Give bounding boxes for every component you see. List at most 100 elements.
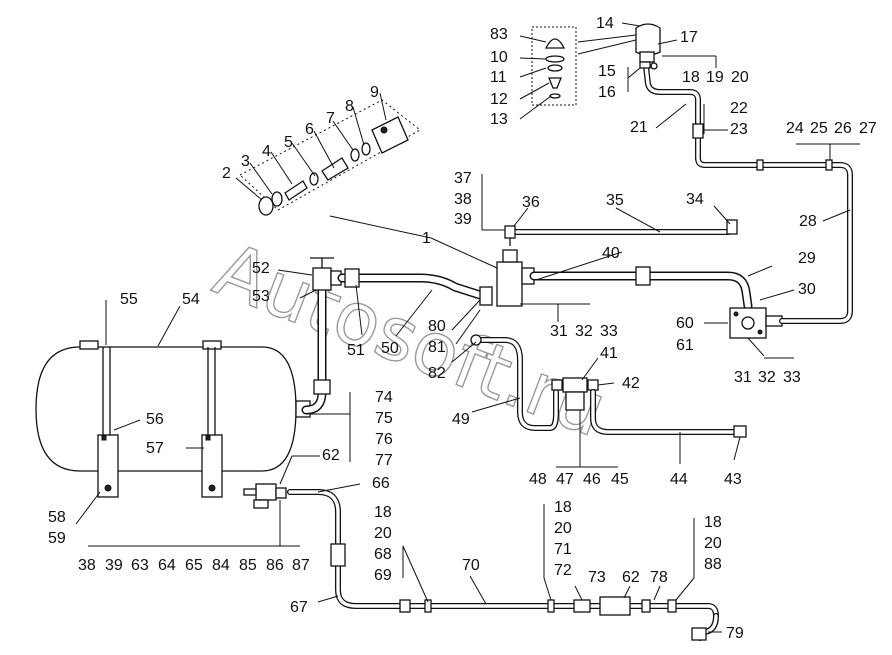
callout-36: 36 xyxy=(522,194,540,211)
callout-82: 82 xyxy=(428,365,446,382)
callout-51: 51 xyxy=(347,342,365,359)
callout-28: 28 xyxy=(799,213,817,230)
bottom-label: 84 xyxy=(212,557,230,574)
callout-40: 40 xyxy=(602,245,620,262)
callout-52: 52 xyxy=(252,260,270,277)
callout-55: 55 xyxy=(120,291,138,308)
callout-6: 6 xyxy=(305,121,314,138)
hose-28 xyxy=(643,63,853,324)
callout-59: 59 xyxy=(48,530,66,547)
callout-labels: 1 2 3 4 5 6 7 8 9 83 10 11 12 13 14 17 1… xyxy=(48,15,877,642)
bottom-label: 63 xyxy=(131,557,149,574)
callout-75: 75 xyxy=(375,410,393,427)
callout-46: 46 xyxy=(583,471,601,488)
callout-72: 72 xyxy=(554,562,572,579)
bottom-label: 64 xyxy=(158,557,176,574)
callout-69: 69 xyxy=(374,567,392,584)
tank-strap-right xyxy=(201,347,223,498)
callout-2: 2 xyxy=(222,165,231,182)
callout-53: 53 xyxy=(252,288,270,305)
callout-43: 43 xyxy=(724,471,742,488)
callout-68: 68 xyxy=(374,546,392,563)
callout-67: 67 xyxy=(290,599,308,616)
callout-1: 1 xyxy=(422,230,431,247)
callout-7: 7 xyxy=(326,110,335,127)
callout-77: 77 xyxy=(375,452,393,469)
callout-3: 3 xyxy=(241,153,250,170)
bottom-row-labels: 38 39 63 64 65 84 85 86 87 xyxy=(78,557,310,574)
hose-49 xyxy=(470,334,559,431)
callout-32b: 32 xyxy=(575,323,593,340)
callout-50: 50 xyxy=(381,340,399,357)
callout-30: 30 xyxy=(798,281,816,298)
callout-44: 44 xyxy=(670,471,688,488)
line-35 xyxy=(504,219,738,246)
callout-38a: 38 xyxy=(454,191,472,208)
callout-78: 78 xyxy=(650,569,668,586)
tee-fitting xyxy=(496,249,535,307)
callout-19a: 19 xyxy=(706,69,724,86)
callout-18d: 18 xyxy=(704,514,722,531)
callout-18a: 18 xyxy=(682,69,700,86)
callout-14: 14 xyxy=(596,15,614,32)
callout-10: 10 xyxy=(490,49,508,66)
callout-54: 54 xyxy=(182,291,200,308)
callout-48: 48 xyxy=(529,471,547,488)
hose-66-67 xyxy=(287,489,719,619)
callout-81: 81 xyxy=(428,339,446,356)
governor-block xyxy=(729,307,783,339)
callout-17: 17 xyxy=(680,29,698,46)
callout-8: 8 xyxy=(345,98,354,115)
drain-valve xyxy=(310,257,342,291)
callout-33a: 33 xyxy=(783,369,801,386)
callout-20c: 20 xyxy=(554,520,572,537)
callout-49: 49 xyxy=(452,411,470,428)
callout-12: 12 xyxy=(490,91,508,108)
air-tank xyxy=(35,340,297,472)
callout-21: 21 xyxy=(630,119,648,136)
callout-11: 11 xyxy=(490,69,507,86)
callout-18b: 18 xyxy=(374,504,392,521)
callout-73: 73 xyxy=(588,569,606,586)
callout-34: 34 xyxy=(686,191,704,208)
callout-24: 24 xyxy=(786,120,804,137)
callout-13: 13 xyxy=(490,111,508,128)
main-pipe-right xyxy=(529,266,753,311)
callout-60: 60 xyxy=(676,315,694,332)
bottom-label: 39 xyxy=(105,557,123,574)
callout-15: 15 xyxy=(598,63,616,80)
filter-assembly xyxy=(635,23,661,70)
callout-26: 26 xyxy=(834,120,852,137)
callout-29: 29 xyxy=(798,250,816,267)
bottom-label: 86 xyxy=(266,557,284,574)
callout-62a: 62 xyxy=(322,447,340,464)
callout-42: 42 xyxy=(622,375,640,392)
callout-23: 23 xyxy=(730,121,748,138)
callout-58: 58 xyxy=(48,509,66,526)
tank-strap-left xyxy=(97,347,119,498)
callout-39a: 39 xyxy=(454,211,472,228)
callout-4: 4 xyxy=(262,143,271,160)
riser-pipe xyxy=(301,283,331,415)
callout-83: 83 xyxy=(490,26,508,43)
callout-76: 76 xyxy=(375,431,393,448)
callout-61: 61 xyxy=(676,337,694,354)
callout-57: 57 xyxy=(146,440,164,457)
callout-20d: 20 xyxy=(704,535,722,552)
callout-37: 37 xyxy=(454,170,472,187)
bottom-label: 85 xyxy=(239,557,257,574)
valve-47 xyxy=(551,377,599,411)
callout-25: 25 xyxy=(810,120,828,137)
coupling-62-left xyxy=(243,483,287,509)
callout-88: 88 xyxy=(704,556,722,573)
callout-22: 22 xyxy=(730,100,748,117)
callout-35: 35 xyxy=(606,192,624,209)
callout-20a: 20 xyxy=(731,69,749,86)
callout-45: 45 xyxy=(611,471,629,488)
bottom-label: 38 xyxy=(78,557,96,574)
callout-16: 16 xyxy=(598,84,616,101)
callout-18c: 18 xyxy=(554,499,572,516)
callout-33b: 33 xyxy=(600,323,618,340)
bottom-label: 87 xyxy=(292,557,310,574)
